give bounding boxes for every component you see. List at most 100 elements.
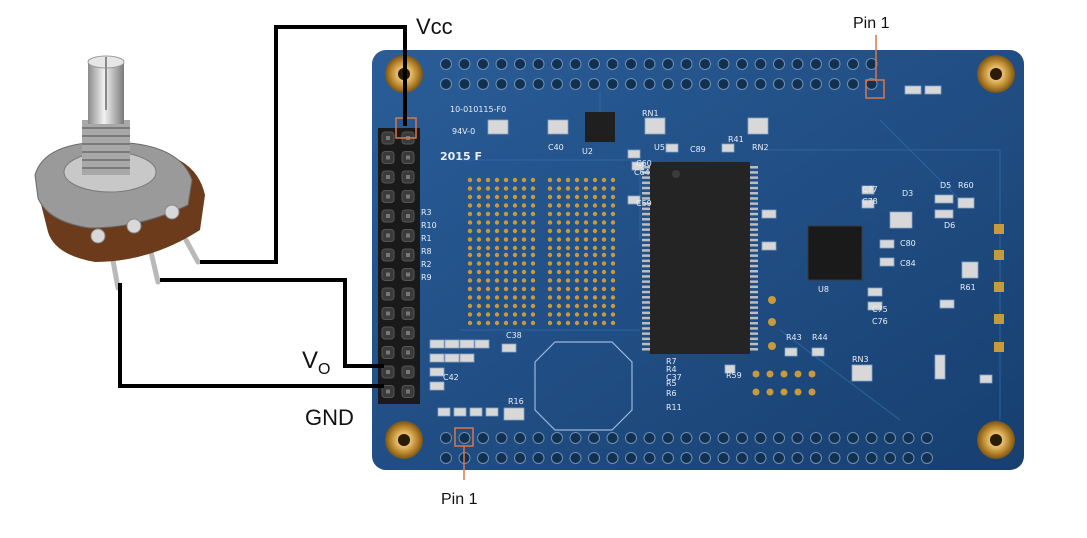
header-pin — [791, 58, 804, 70]
chip-u2 — [585, 112, 615, 142]
pot-leg-middle — [147, 245, 161, 285]
header-pin — [643, 58, 656, 70]
wire-vo — [160, 278, 384, 368]
header-pin — [884, 452, 896, 464]
left-pin-header — [378, 117, 420, 404]
silk-label: D6 — [944, 221, 955, 230]
silk-label: RN2 — [752, 143, 769, 152]
header-pin — [847, 58, 859, 70]
smd-part — [474, 339, 490, 349]
silk-label: D5 — [940, 181, 951, 190]
smd-part — [851, 364, 873, 382]
smd-part — [429, 339, 445, 349]
header-pin — [810, 432, 822, 444]
silk-label: R59 — [726, 371, 742, 380]
header-pin — [569, 432, 582, 444]
header-pin — [477, 58, 489, 70]
smd-part — [934, 194, 954, 204]
smd-part — [631, 161, 645, 171]
smd-part — [627, 195, 641, 205]
header-pin — [828, 432, 841, 444]
bottom-pin1-label: Pin 1 — [441, 491, 478, 508]
controller-chip — [807, 225, 863, 281]
silk-label: C80 — [900, 239, 916, 248]
smd-part — [503, 407, 525, 421]
top-pin1-label: Pin 1 — [853, 15, 890, 32]
header-pin — [514, 58, 526, 70]
header-pin — [458, 78, 471, 90]
silk-label: RN3 — [852, 355, 869, 364]
header-pin — [717, 78, 730, 90]
pcb-board: 10-010115-F0 94V-0 2015 F R3R10R1R8R2R9 … — [372, 50, 1024, 470]
silk-label: U8 — [818, 285, 829, 294]
smd-part — [444, 353, 460, 363]
header-pin — [662, 58, 674, 70]
header-pin — [514, 432, 526, 444]
smd-part — [934, 209, 954, 219]
silk-label: R4 — [666, 365, 677, 374]
header-pin — [588, 452, 600, 464]
header-pin — [717, 432, 730, 444]
smd-part — [761, 209, 777, 219]
smd-components — [429, 85, 993, 421]
memory-chip-body — [650, 162, 750, 354]
silk-label: C78 — [862, 197, 878, 206]
header-pin — [828, 78, 841, 90]
header-pin — [606, 78, 619, 90]
smd-part — [459, 339, 475, 349]
smd-part — [501, 343, 517, 353]
header-pin — [791, 452, 804, 464]
smd-part — [957, 197, 975, 209]
header-pin — [736, 58, 748, 70]
silk-label: C59 — [636, 199, 652, 208]
header-pin — [532, 58, 545, 70]
header-pin — [680, 432, 693, 444]
header-pin — [902, 452, 915, 464]
smd-part — [867, 287, 883, 297]
silk-year: 2015 F — [440, 150, 482, 163]
vo-label: VO — [302, 347, 330, 378]
mounting-holes — [385, 55, 1015, 459]
header-pin — [773, 452, 785, 464]
header-pin — [736, 432, 748, 444]
silk-label: R7 — [666, 357, 677, 366]
pot-threads — [82, 127, 130, 169]
header-pin — [902, 432, 915, 444]
top-pin1-marker — [865, 79, 885, 99]
header-pin — [699, 58, 711, 70]
header-pin — [662, 452, 674, 464]
header-pin — [588, 58, 600, 70]
header-pin — [847, 78, 859, 90]
vcc-label: Vcc — [416, 14, 453, 39]
silk-label: C42 — [443, 373, 459, 382]
header-pin — [532, 432, 545, 444]
silk-label: R9 — [421, 273, 432, 282]
header-pin — [477, 452, 489, 464]
silk-label: RN1 — [642, 109, 659, 118]
smd-part — [934, 354, 946, 380]
silk-label: R44 — [812, 333, 828, 342]
bottom-pin-header — [440, 432, 933, 464]
header-pin — [514, 78, 526, 90]
smd-part — [861, 199, 875, 209]
silk-label: R1 — [421, 234, 432, 243]
header-pin — [606, 58, 619, 70]
pot-leg-right — [183, 237, 201, 265]
wires — [118, 25, 407, 388]
smd-part — [665, 143, 679, 153]
header-pin — [495, 452, 508, 464]
header-pin — [791, 432, 804, 444]
header-pin — [847, 432, 859, 444]
header-pin — [588, 432, 600, 444]
silk-label: D3 — [902, 189, 913, 198]
smd-part — [861, 185, 875, 195]
silk-label: R60 — [958, 181, 974, 190]
smd-part — [811, 347, 825, 357]
silk-label: R5 — [666, 379, 677, 388]
smd-part — [437, 407, 451, 417]
smd-part — [721, 143, 735, 153]
silk-label: R10 — [421, 221, 437, 230]
header-pin — [810, 452, 822, 464]
